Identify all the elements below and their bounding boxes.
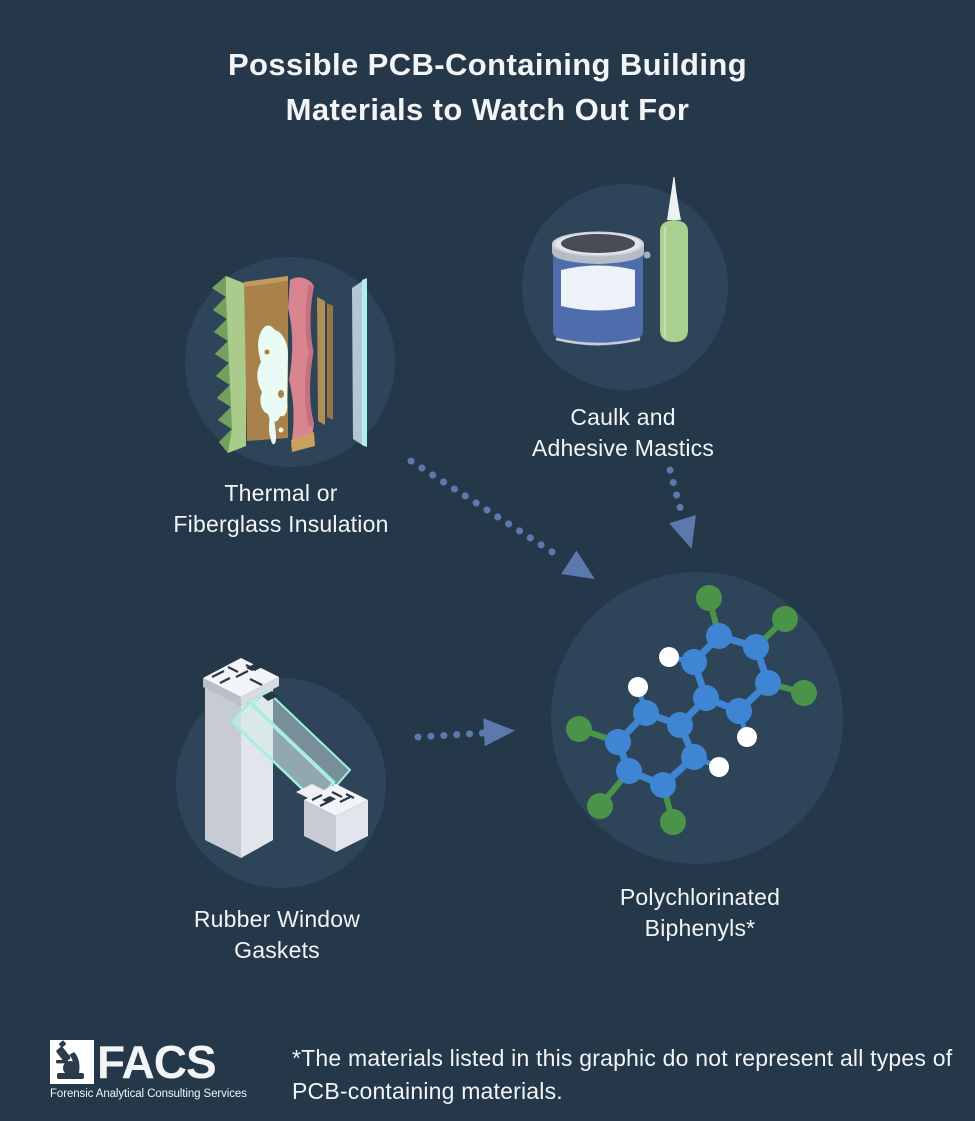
column-top-side: [203, 678, 241, 706]
window-frame-column: [203, 658, 279, 858]
batt-base: [291, 432, 315, 452]
drywall-pane-edge: [362, 278, 367, 447]
microscope-icon: [56, 1040, 84, 1079]
label-line: Adhesive Mastics: [531, 435, 715, 461]
can-bottom-rim: [555, 337, 641, 346]
cross-section-chamber: [246, 664, 260, 671]
furring-strip: [327, 303, 333, 420]
pane-spacer-top: [262, 691, 278, 701]
window-sill-block: [296, 784, 368, 852]
arrow-insulation-to-pcb: [407, 457, 595, 580]
insulation-icon: [185, 257, 395, 467]
facs-tagline: Forensic Analytical Consulting Services: [50, 1088, 247, 1100]
can-handle-nub: [643, 251, 651, 259]
siding-shadow-teeth: [212, 276, 232, 453]
drywall-pane: [352, 280, 364, 446]
label-line: Fiberglass Insulation: [173, 511, 389, 537]
arrowhead: [669, 515, 696, 549]
mastic-can: [552, 231, 651, 346]
label-line: Caulk and: [570, 404, 676, 430]
page-title-line: Materials to Watch Out For: [285, 92, 690, 127]
sill-maze: [311, 791, 355, 807]
can-label: [561, 265, 635, 311]
pcb-circle-bg: [551, 572, 843, 864]
label-line: Rubber Window: [193, 906, 361, 932]
footnote-text: *The materials listed in this graphic do…: [292, 1045, 953, 1104]
sill-step: [296, 784, 324, 798]
pcb-molecule-icon: [551, 572, 843, 864]
gaskets-label: Rubber Window Gaskets: [117, 904, 437, 966]
page-title-line: Possible PCB-Containing Building: [227, 47, 748, 82]
stain-drop: [278, 427, 284, 433]
stain-knot: [278, 390, 284, 398]
tube-nozzle: [667, 177, 681, 220]
carbon-atoms: [605, 623, 781, 798]
page-title: Possible PCB-Containing Building Materia…: [0, 42, 975, 132]
facs-logo-mark: [50, 1040, 94, 1084]
chlorine-atoms: [566, 585, 817, 835]
sill-chamber: [322, 796, 336, 803]
facs-logo-row: FACS: [50, 1036, 280, 1088]
furring-strip: [317, 297, 325, 425]
caulk-label: Caulk and Adhesive Mastics: [463, 402, 783, 464]
batt-shade: [305, 284, 314, 427]
caulk-icon: [522, 177, 728, 390]
can-opening: [561, 234, 635, 253]
label-line: Gaskets: [234, 937, 320, 963]
insulation-label: Thermal or Fiberglass Insulation: [111, 478, 451, 540]
water-stain: [257, 325, 288, 422]
arrow-caulk-to-pcb: [666, 466, 696, 549]
hydrogen-atoms: [628, 647, 757, 777]
sill-right-face: [336, 800, 368, 852]
column-top-side: [241, 677, 279, 706]
column-left-face: [205, 687, 241, 858]
tube-body: [660, 220, 688, 342]
arrowhead: [483, 718, 515, 747]
caulk-tube: [660, 177, 688, 342]
arrow-gaskets-to-pcb: [414, 718, 515, 747]
facs-logo: FACS Forensic Analytical Consulting Serv…: [50, 1036, 280, 1100]
stain-knot: [264, 349, 270, 355]
label-line: Thermal or: [224, 480, 338, 506]
window-gasket-icon: [176, 658, 386, 888]
stain-drip: [269, 414, 276, 445]
sheathing-top-bevel: [244, 276, 288, 287]
label-line: Polychlorinated: [619, 884, 781, 910]
sill-left-face: [304, 800, 336, 852]
pcb-label: Polychlorinated Biphenyls*: [540, 882, 860, 944]
arrowhead: [561, 550, 595, 580]
label-line: Biphenyls*: [644, 915, 756, 941]
facs-acronym: FACS: [97, 1036, 217, 1088]
